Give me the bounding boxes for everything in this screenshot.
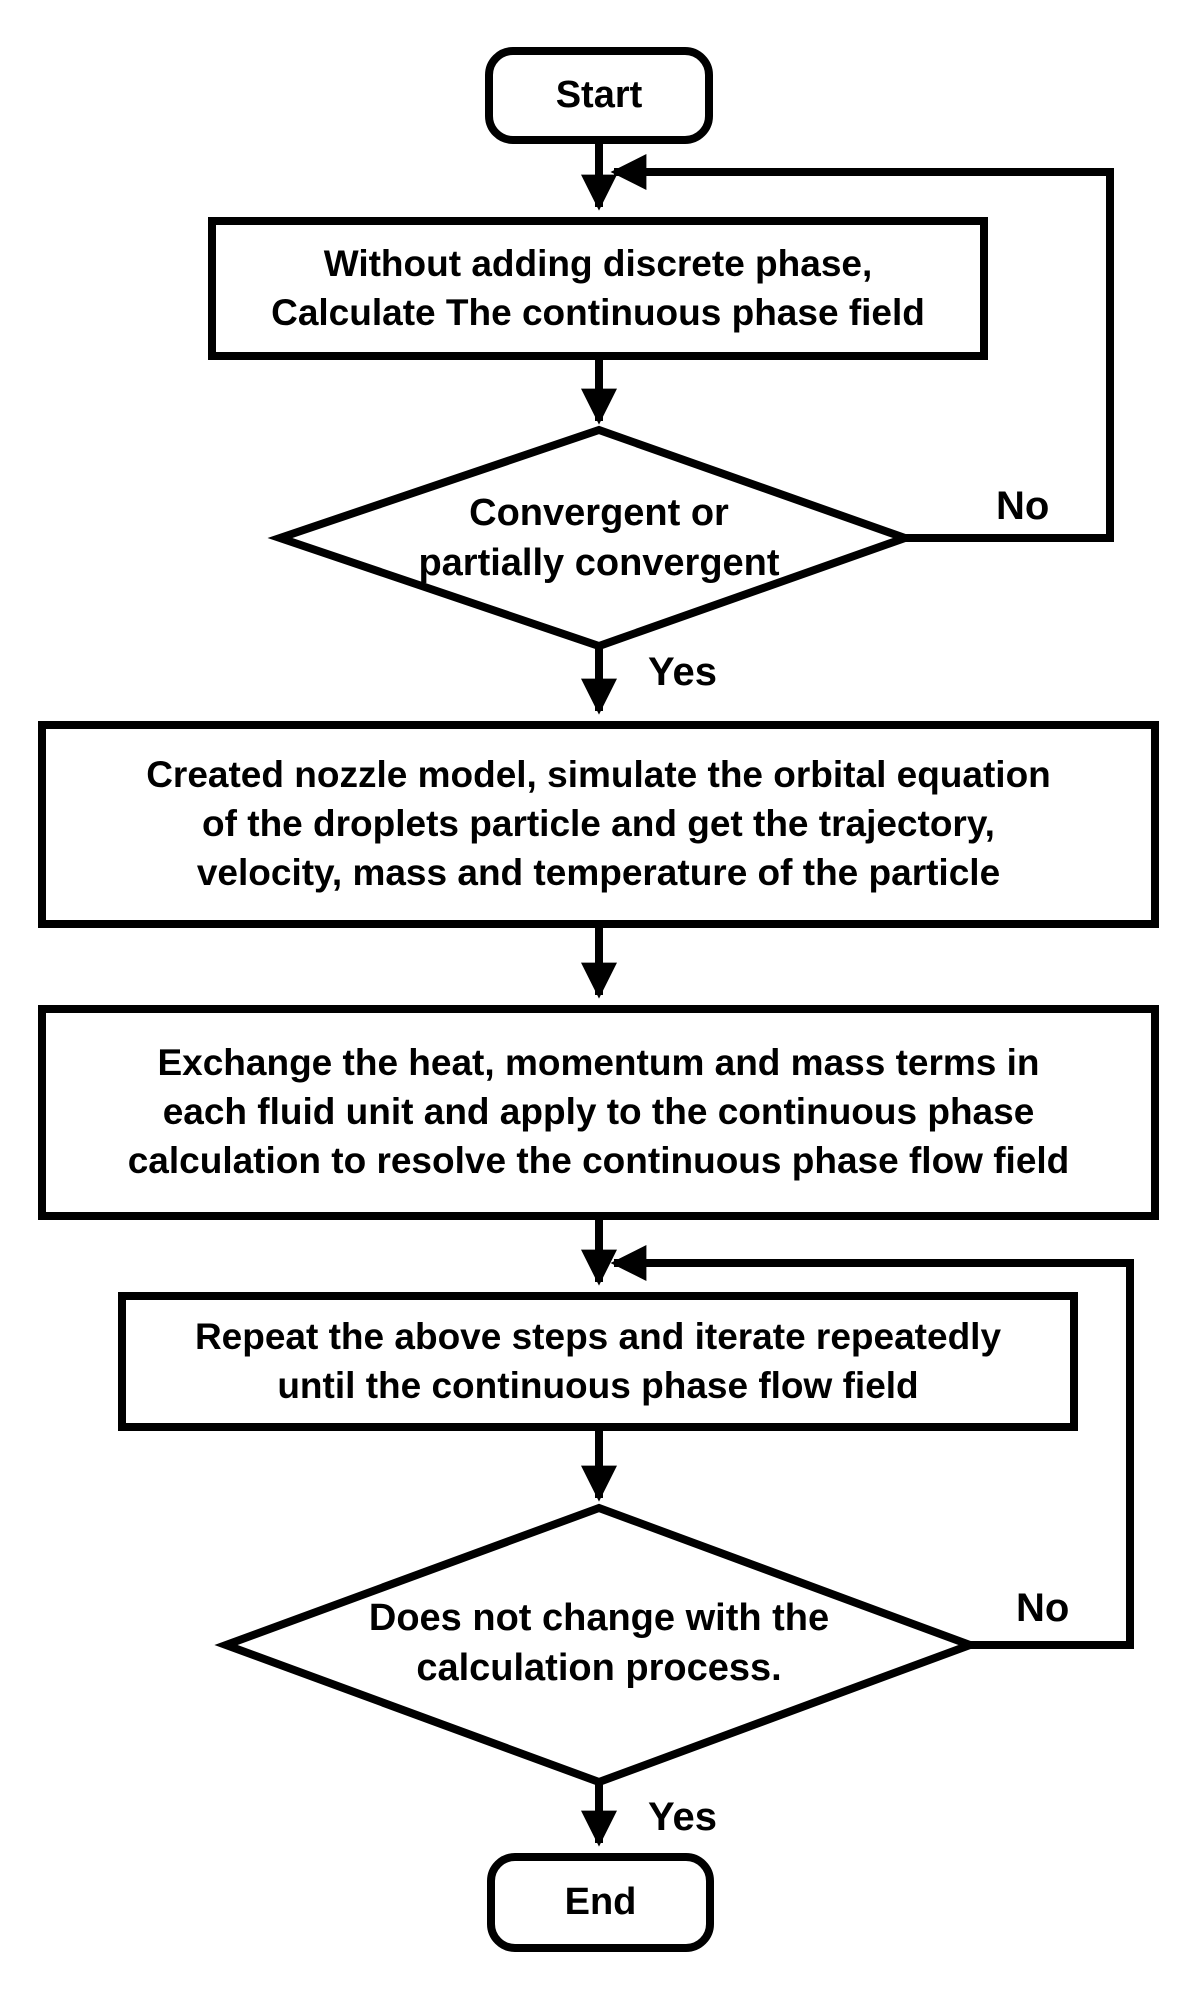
decision2-diamond [214, 1503, 982, 1787]
node-end-label: End [564, 1881, 637, 1924]
label-decision2-yes: Yes [648, 1795, 717, 1839]
node-step1: Without adding discrete phase, Calculate… [208, 217, 988, 360]
node-step2-label: Created nozzle model, simulate the orbit… [146, 754, 1051, 893]
node-step3-label: Exchange the heat, momentum and mass ter… [127, 1042, 1070, 1181]
edge-decision2-no-loop [610, 1245, 1134, 1649]
node-step4: Repeat the above steps and iterate repea… [118, 1292, 1078, 1431]
node-decision2: Does not change with the calculation pro… [299, 1573, 899, 1713]
label-decision2-no: No [1016, 1586, 1070, 1630]
node-step3: Exchange the heat, momentum and mass ter… [38, 1005, 1159, 1220]
node-decision2-label: Does not change with the calculation pro… [368, 1596, 830, 1689]
node-decision1-label: Convergent or partially convergent [418, 491, 780, 584]
node-step1-label: Without adding discrete phase, Calculate… [271, 242, 925, 333]
edge-decision1-no-loop [610, 154, 1114, 542]
node-start-label: Start [555, 74, 643, 117]
node-step2: Created nozzle model, simulate the orbit… [38, 721, 1159, 928]
node-end: End [487, 1853, 714, 1952]
node-step4-label: Repeat the above steps and iterate repea… [194, 1315, 1002, 1406]
node-decision1: Convergent or partially convergent [319, 468, 879, 608]
label-decision1-no: No [996, 484, 1050, 528]
node-start: Start [485, 47, 713, 144]
label-decision1-yes: Yes [648, 650, 717, 694]
decision1-diamond [267, 425, 918, 651]
